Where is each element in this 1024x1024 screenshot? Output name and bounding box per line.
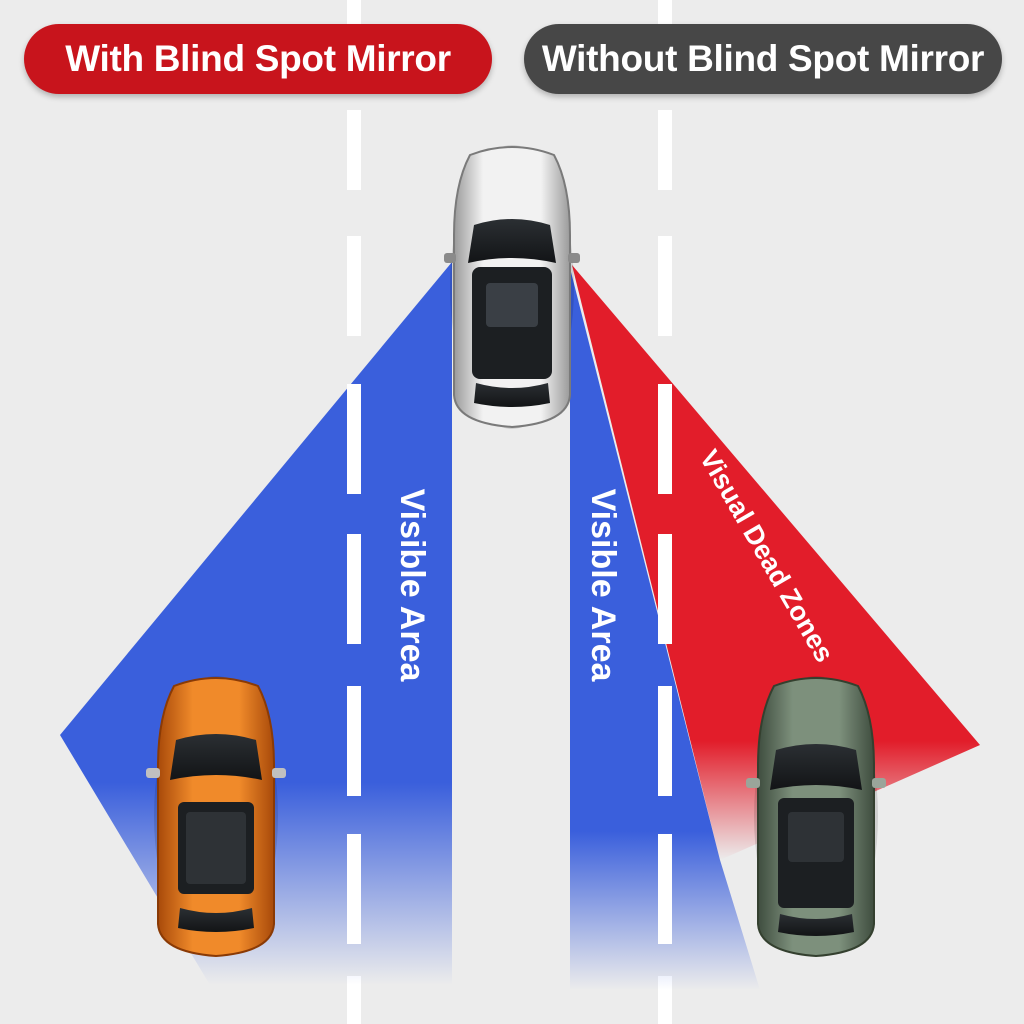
- with-mirror-badge: With Blind Spot Mirror: [24, 24, 492, 94]
- without-mirror-badge: Without Blind Spot Mirror: [524, 24, 1002, 94]
- silver-suv-icon: [444, 145, 580, 429]
- green-suv-icon: [746, 676, 886, 958]
- visible-area-left-label: Visible Area: [393, 488, 431, 682]
- orange-suv-icon: [146, 676, 286, 958]
- dead-zone: [572, 265, 980, 860]
- lane-markings-overlay: [347, 384, 672, 944]
- visible-area-right-label: Visible Area: [584, 488, 622, 682]
- visible-area-right-zone: [570, 268, 760, 990]
- without-mirror-label: Without Blind Spot Mirror: [541, 38, 985, 79]
- with-mirror-label: With Blind Spot Mirror: [65, 38, 451, 79]
